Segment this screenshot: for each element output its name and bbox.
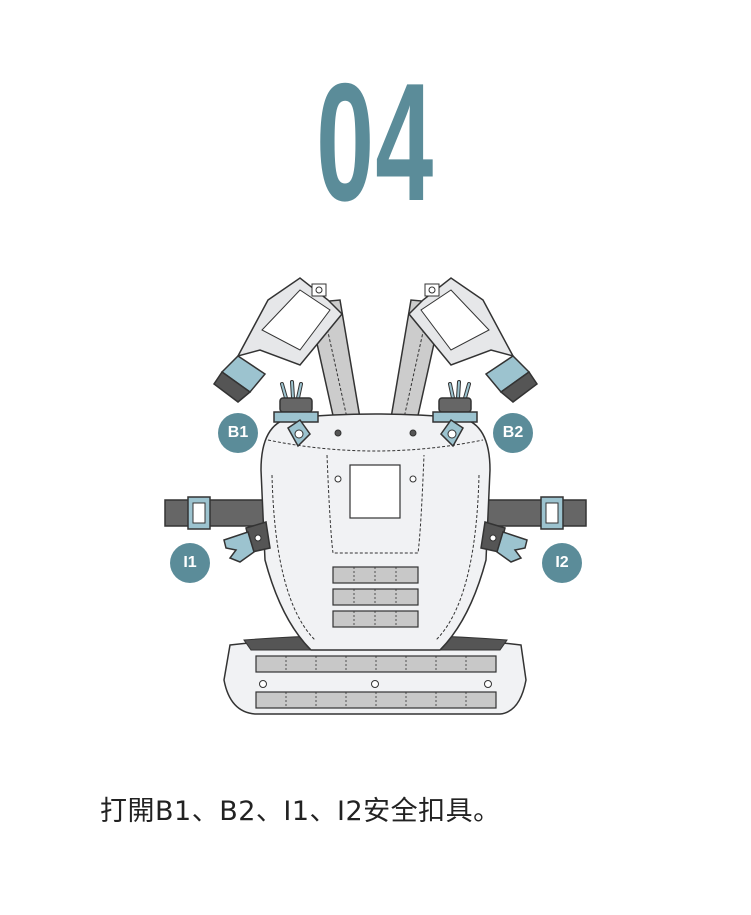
badge-b2: B2 [493,413,533,453]
step-number: 04 [316,48,435,236]
side-strap-left [164,496,271,530]
buckle-i2 [480,521,528,563]
side-strap-right [480,496,587,530]
buckle-b1 [273,380,319,448]
badge-b1: B1 [218,413,258,453]
buckle-b2 [432,380,478,448]
right-shoulder-strap [390,277,539,421]
left-shoulder-strap [212,277,361,421]
instruction-text: 打開B1、B2、I1、I2安全扣具。 [100,796,501,827]
buckle-i1 [223,521,271,563]
badge-i1: I1 [170,543,210,583]
badge-i2: I2 [542,543,582,583]
carrier-body-panel [260,413,491,651]
